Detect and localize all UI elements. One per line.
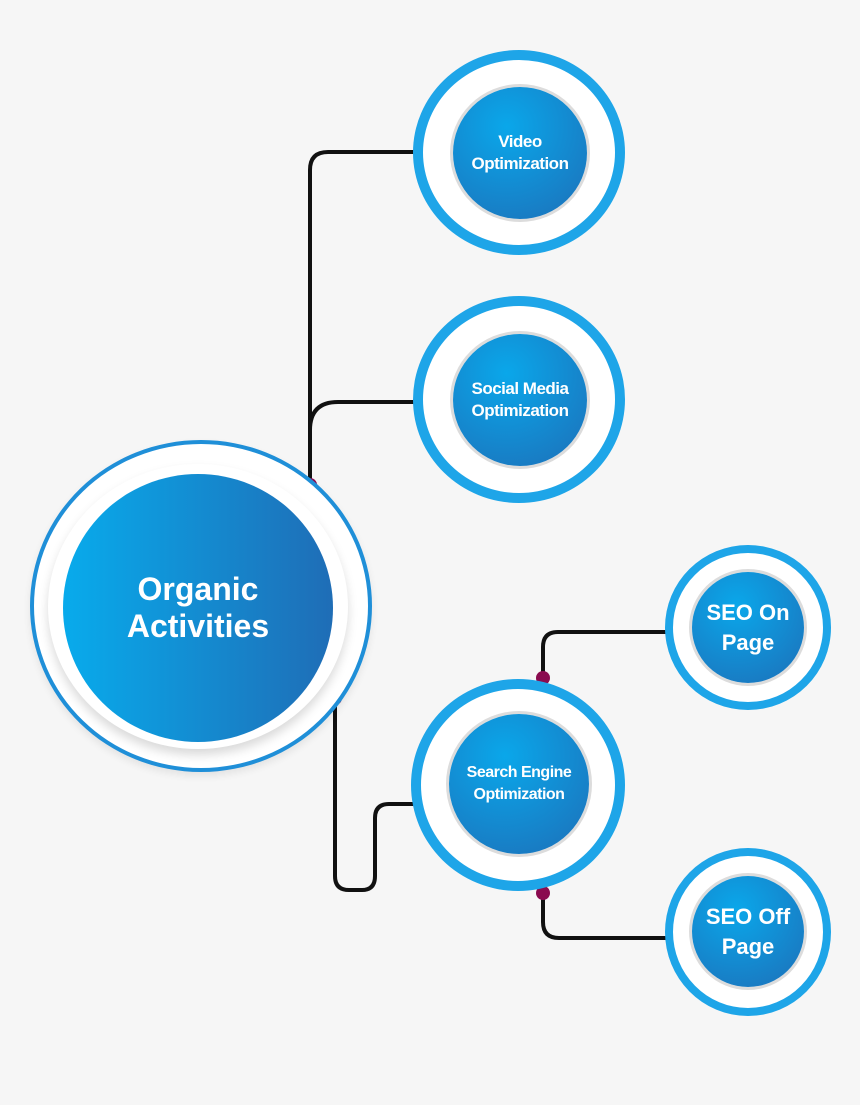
connector-seo-onpage: [541, 630, 670, 678]
node-label-line: Optimization: [471, 401, 569, 420]
node-label-line: Video: [498, 132, 542, 151]
node-social-media-optimization: Social Media Optimization: [413, 296, 625, 503]
node-label-line: Social Media: [471, 379, 569, 398]
connector-seo-offpage: [541, 893, 670, 940]
node-label-line: Search Engine: [466, 764, 572, 781]
node-seo-on-page: SEO On Page: [665, 545, 831, 710]
node-label-line: Page: [721, 629, 775, 655]
node-label-line: Organic: [137, 571, 259, 607]
node-label-line: Page: [721, 933, 775, 959]
connector-root-seo: [333, 698, 418, 892]
node-label-line: SEO Off: [705, 903, 791, 929]
node-label-line: SEO On: [706, 599, 790, 625]
node-search-engine-optimization: Search Engine Optimization: [411, 679, 625, 891]
node-seo-off-page: SEO Off Page: [665, 848, 831, 1016]
node-video-optimization: Video Optimization: [413, 50, 625, 255]
connector-root-social: [308, 400, 420, 431]
node-label-line: Activities: [126, 608, 270, 644]
node-label-line: Optimization: [473, 786, 565, 803]
node-organic-activities: Organic Activities: [30, 440, 372, 772]
junction-dot: [536, 886, 550, 900]
connector-root-video: [308, 150, 420, 485]
node-label-line: Optimization: [471, 154, 569, 173]
